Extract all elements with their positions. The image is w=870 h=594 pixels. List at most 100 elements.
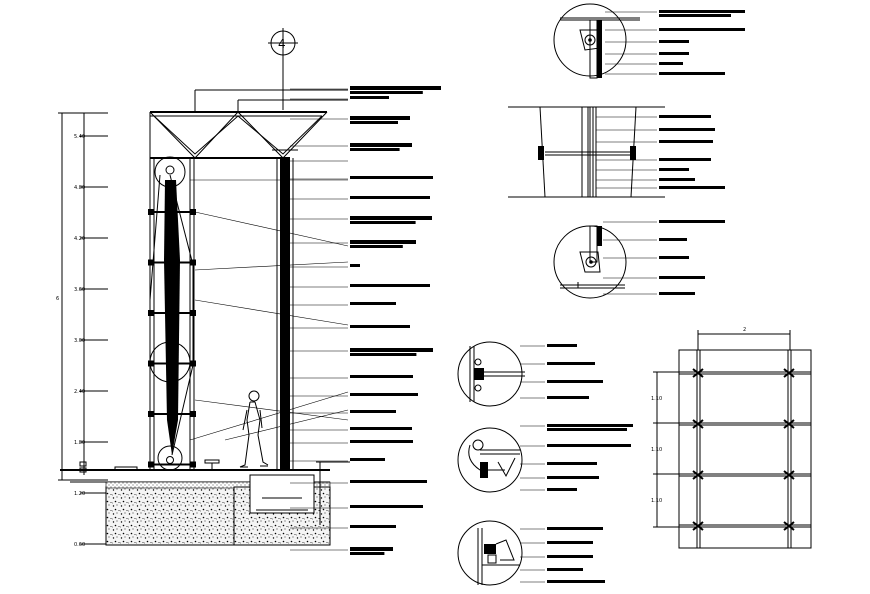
label-bar-d6-3 xyxy=(547,568,583,571)
label-bar-d6-0 xyxy=(547,527,603,530)
human-scale-figure xyxy=(239,390,269,468)
scale-tick-label-7: 1.20 xyxy=(74,491,85,497)
spider-clamp-right-0 xyxy=(190,209,196,215)
scale-tick-label-3: 3.60 xyxy=(74,287,85,293)
scale-tick-label-8: 0.60 xyxy=(74,542,85,548)
spider-clamp-right-2 xyxy=(190,310,196,316)
label-bar-main-19 xyxy=(350,458,385,461)
diag-leader-4 xyxy=(194,399,349,421)
label-bar-main-16 xyxy=(350,410,396,413)
glass-panel-elevation: 2 1.10 1.10 1.10 xyxy=(651,327,812,549)
label-bar-main-18 xyxy=(350,440,413,443)
scale-tick-label-0: 5.40 xyxy=(74,134,85,140)
spider-clamp-right-3 xyxy=(190,360,196,367)
scale-tick-label-2: 4.20 xyxy=(74,236,85,242)
label-bar-d3-3 xyxy=(659,276,705,279)
spider-clamp-right-1 xyxy=(190,259,196,266)
label-bar-d4-2 xyxy=(547,380,603,383)
label-bar-d2-1 xyxy=(659,128,715,131)
label-bar-d5-2 xyxy=(547,462,597,465)
label-bar-main-11 xyxy=(350,302,396,305)
label-bar-main-3 xyxy=(350,143,412,147)
label-bar-d2-5 xyxy=(659,178,695,181)
panel-node-1 xyxy=(692,419,704,429)
detail-middle-circle xyxy=(553,220,725,299)
detail-small-circle-2 xyxy=(457,424,633,493)
label-bar-main-2 xyxy=(350,116,410,120)
panel-node-3 xyxy=(692,521,704,531)
label-bar-d2-4 xyxy=(659,168,689,171)
panel-row-dimension-label-1: 1.10 xyxy=(651,396,662,402)
label-bar-d3-2 xyxy=(659,256,689,259)
spider-clamp-left-1 xyxy=(148,259,154,266)
label-bar-main-13 xyxy=(350,348,433,352)
label-bar-d5-0 xyxy=(547,424,633,427)
label-bar-main-15 xyxy=(350,393,418,396)
label-bar-d2-3 xyxy=(659,158,711,161)
spider-clamp-left-3 xyxy=(148,360,154,367)
label-bar-d3-1 xyxy=(659,238,687,241)
scale-tick-label-1: 4.80 xyxy=(74,185,85,191)
detail-small-circle-3 xyxy=(457,520,605,586)
cable-truss xyxy=(148,156,196,518)
panel-row-dimension-label-2: 1.10 xyxy=(651,447,662,453)
panel-row-dimension-label-3: 1.10 xyxy=(651,498,662,504)
scale-tick-label-4: 3.00 xyxy=(74,338,85,344)
label-bar-d1-0 xyxy=(659,10,745,13)
label-bar-d2-0 xyxy=(659,115,711,118)
label-bar-main-20 xyxy=(350,480,427,483)
label-bar-main-22 xyxy=(350,525,396,528)
label-bar-d2-6 xyxy=(659,186,725,189)
label-bar-d5-4 xyxy=(547,488,577,491)
label-bar-main-7 xyxy=(350,216,432,220)
spider-clamp-left-0 xyxy=(148,209,154,215)
detail-small-circle-1 xyxy=(457,341,603,407)
label-bar-main-0 xyxy=(350,86,441,90)
label-bar-main-14 xyxy=(350,375,413,378)
label-bar-d1-2 xyxy=(659,40,689,43)
main-leader-lines xyxy=(189,86,441,555)
label-bar-d5-1 xyxy=(547,444,631,447)
diag-leader-2 xyxy=(194,261,349,271)
panel-node-4 xyxy=(783,368,795,378)
label-bar-main-sub-8 xyxy=(350,245,403,248)
panel-width-dimension-label: 2 xyxy=(743,327,746,333)
spider-clamp-right-4 xyxy=(190,411,196,417)
foundation xyxy=(60,461,350,546)
panel-node-0 xyxy=(692,368,704,378)
label-bar-main-8 xyxy=(350,240,416,244)
label-bar-main-sub-23 xyxy=(350,552,385,555)
panel-node-7 xyxy=(783,521,795,531)
spider-clamp-left-4 xyxy=(148,411,154,417)
spider-clamp-right-5 xyxy=(190,461,196,468)
label-bar-d6-2 xyxy=(547,555,593,558)
label-bar-d6-4 xyxy=(547,580,605,583)
label-bar-d4-3 xyxy=(547,396,589,399)
label-bar-d4-0 xyxy=(547,344,577,347)
label-bar-main-1 xyxy=(350,96,389,99)
label-bar-d1-5 xyxy=(659,72,725,75)
scale-tick-label-6: 1.80 xyxy=(74,440,85,446)
label-bar-main-5 xyxy=(350,176,433,179)
spider-clamp-left-5 xyxy=(148,461,154,468)
label-bar-d5-sub-0 xyxy=(547,428,627,431)
grid-marker: 4 xyxy=(268,28,298,110)
label-bar-main-12 xyxy=(350,325,410,328)
panel-node-5 xyxy=(783,419,795,429)
panel-node-2 xyxy=(692,470,704,480)
steel-column xyxy=(272,149,298,470)
roof-truss xyxy=(149,89,348,159)
label-bar-main-sub-0 xyxy=(350,91,423,94)
diag-leader-1 xyxy=(194,211,349,247)
label-bar-d1-4 xyxy=(659,62,683,65)
label-bar-main-sub-2 xyxy=(350,121,398,124)
label-bar-main-6 xyxy=(350,196,430,199)
label-bar-d4-1 xyxy=(547,362,595,365)
label-bar-main-23 xyxy=(350,547,393,551)
diag-leader-6 xyxy=(224,409,349,441)
label-bar-main-21 xyxy=(350,505,423,508)
label-bar-d1-sub-0 xyxy=(659,14,731,17)
label-bar-d2-2 xyxy=(659,140,713,143)
detail-section xyxy=(508,106,725,198)
